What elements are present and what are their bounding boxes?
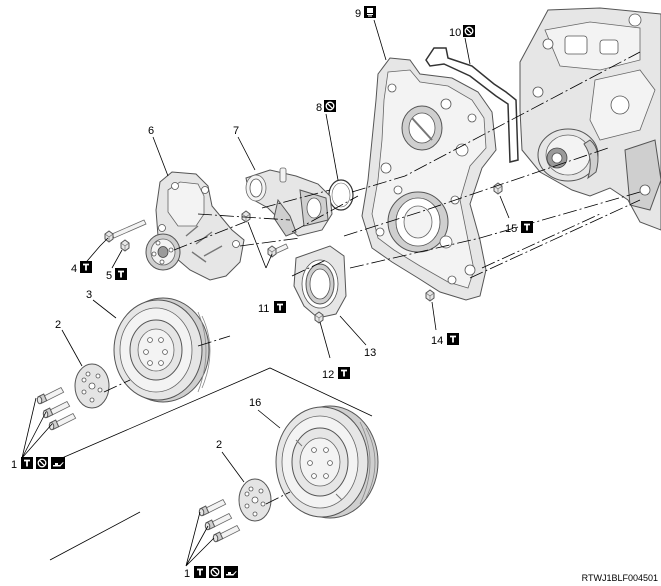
thermostat-bolt-lower: [267, 243, 289, 258]
callout-2-lower: 2: [216, 439, 222, 451]
callout-9: 9: [355, 8, 361, 20]
callout-1-lower: 1: [184, 568, 190, 580]
thermostat-housing: [245, 167, 333, 237]
thermostat-bolt-upper: [241, 210, 251, 223]
variant-divider: [61, 367, 373, 459]
variant-divider-lower: [49, 511, 141, 561]
callout-14: 14: [431, 335, 443, 347]
callout-15-torque-icon: [520, 220, 534, 234]
callout-5-torque-icon: [114, 267, 128, 281]
callout-10: 10: [449, 27, 461, 39]
illustration-code: RTWJ1BLF004501: [582, 573, 658, 583]
callout-8: 8: [316, 102, 322, 114]
leader-lines: [21, 19, 510, 567]
timing-cover-gasket: [425, 47, 519, 163]
callout-1-upper-oil-can-icon: [51, 457, 65, 469]
alignment-lines: [103, 51, 641, 505]
callout-1-upper-torque-icon: [20, 456, 34, 470]
callout-12-torque-icon: [337, 366, 351, 380]
callout-4-torque-icon: [79, 260, 93, 274]
callout-16: 16: [249, 397, 261, 409]
callout-2-upper: 2: [55, 319, 61, 331]
callout-7: 7: [233, 125, 239, 137]
callout-14-torque-icon: [446, 332, 460, 346]
callout-12: 12: [322, 369, 334, 381]
callout-10-no-reuse-icon: [462, 24, 476, 38]
water-pump: [145, 171, 245, 281]
callout-1-lower-oil-can-icon: [224, 566, 238, 578]
seal-retainer-bolt: [314, 311, 324, 324]
callout-3: 3: [86, 289, 92, 301]
callout-11-torque-icon: [273, 300, 287, 314]
timing-cover-nut-lower: [425, 289, 435, 302]
callout-9-liquid-gasket-icon: [363, 5, 377, 19]
callout-13: 13: [364, 347, 376, 359]
callout-8-no-reuse-icon: [323, 99, 337, 113]
timing-gear-cover: [361, 57, 497, 301]
pulley-bolts-upper: [35, 386, 78, 431]
cylinder-block: [519, 7, 661, 231]
crankshaft-pulley: [113, 297, 211, 403]
callout-11: 11: [258, 303, 269, 315]
crankshaft-damper-pulley: [275, 405, 379, 519]
pulley-bolts-lower: [197, 498, 242, 543]
callout-6: 6: [148, 125, 154, 137]
callout-1-lower-no-reuse-icon: [208, 565, 222, 579]
callout-1-upper-no-reuse-icon: [35, 456, 49, 470]
callout-1-upper: 1: [11, 459, 17, 471]
front-oil-seal-retainer: [293, 245, 347, 319]
callout-4: 4: [71, 263, 77, 275]
callout-15: 15: [505, 223, 517, 235]
pulley-washer-upper: [74, 363, 110, 409]
callout-1-lower-torque-icon: [193, 565, 207, 579]
callout-5: 5: [106, 270, 112, 282]
pulley-washer-lower: [238, 478, 272, 522]
water-pump-nut: [120, 239, 130, 252]
water-pump-bolt-long: [104, 219, 147, 243]
